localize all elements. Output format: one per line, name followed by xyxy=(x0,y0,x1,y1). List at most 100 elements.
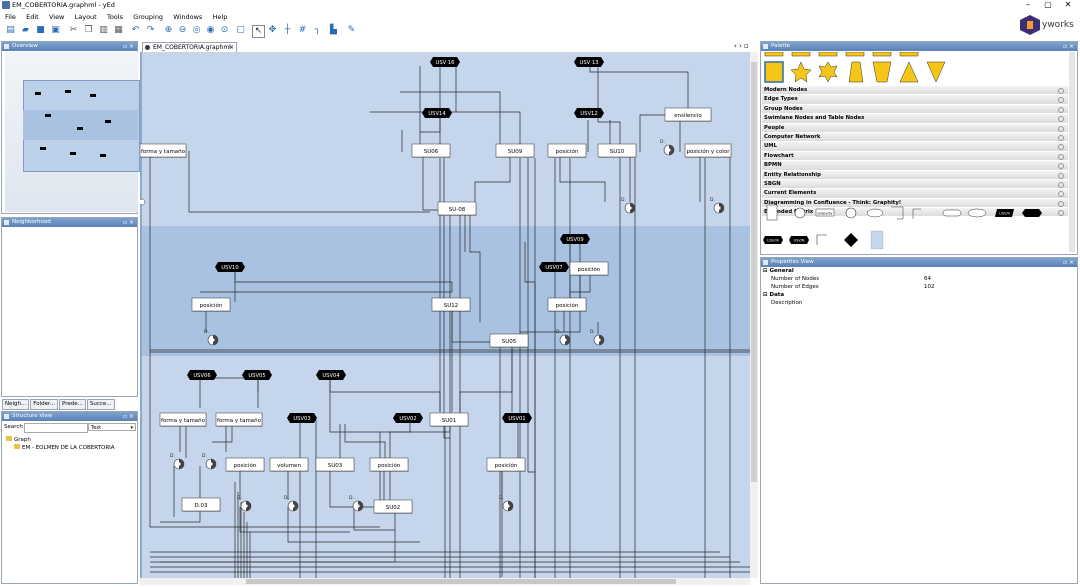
property-shape[interactable] xyxy=(815,208,835,217)
document-tab[interactable]: EM_COBERTORIA.graphml × xyxy=(142,42,237,52)
save-icon[interactable]: ■ xyxy=(36,25,45,35)
rounded-shape[interactable] xyxy=(942,209,962,217)
close-button[interactable]: ✕ xyxy=(1064,0,1072,9)
box-node[interactable]: forma y tamaño xyxy=(215,412,263,427)
tree-item-group[interactable]: EM - EOLMEN DE LA COBERTORIA xyxy=(14,444,115,451)
star6-shape[interactable] xyxy=(818,61,838,83)
menu-grouping[interactable]: Grouping xyxy=(133,13,164,21)
palette-section-entity-relationship[interactable]: Entity Relationship xyxy=(762,170,1068,180)
panel-close-icon[interactable]: ▫ × xyxy=(1062,43,1074,50)
combiner-node[interactable]: D. xyxy=(590,329,605,346)
usv-node[interactable]: USV04 xyxy=(316,370,346,380)
move-icon[interactable]: ✥ xyxy=(268,25,277,35)
box-node[interactable]: forma y tamaño xyxy=(159,412,207,427)
combiner-node[interactable]: D. xyxy=(710,197,725,214)
scrollbar-thumb[interactable] xyxy=(751,62,757,482)
redo-icon[interactable]: ↷ xyxy=(146,25,155,35)
palette-section-current-elements[interactable]: Current Elements xyxy=(762,189,1068,199)
select-mode-icon[interactable]: ↖ xyxy=(252,25,265,38)
zoom-out-icon[interactable]: ⊖ xyxy=(178,25,187,35)
zoom-in-icon[interactable]: ⊕ xyxy=(164,25,173,35)
tab-folder[interactable]: Folder... xyxy=(30,399,58,410)
palette-section-uml[interactable]: UML xyxy=(762,142,1068,152)
combiner-node[interactable]: D. xyxy=(621,197,636,214)
box-node[interactable]: SU-08 xyxy=(437,201,477,216)
box-node[interactable]: posición xyxy=(547,143,587,158)
usv-node[interactable]: USV06 xyxy=(187,370,217,380)
magic-wand-icon[interactable]: ✎ xyxy=(347,25,356,35)
triangle-down-shape[interactable] xyxy=(926,61,946,83)
box-node[interactable]: SU02 xyxy=(373,499,413,514)
ellipse-shape[interactable] xyxy=(866,208,884,218)
usv-node[interactable]: USV 16 xyxy=(430,57,460,67)
vertical-scrollbar[interactable] xyxy=(750,52,758,578)
snap-icon[interactable]: ┼ xyxy=(284,25,291,35)
usv-node[interactable]: USV01 xyxy=(502,413,532,423)
swimlane-shape[interactable] xyxy=(870,230,884,250)
combiner-node[interactable]: D. xyxy=(170,453,185,470)
combiner-node[interactable]: D. xyxy=(284,495,299,512)
properties-general[interactable]: ⊟ General xyxy=(763,268,794,274)
usv-node[interactable]: USV09 xyxy=(560,234,590,244)
usv-node[interactable]: USV05 xyxy=(242,370,272,380)
zoom-fit-icon[interactable]: ⊙ xyxy=(220,25,229,35)
open-icon[interactable]: ▰ xyxy=(22,25,29,35)
box-node[interactable]: posición xyxy=(225,457,265,472)
panel-close-icon[interactable]: ▫ × xyxy=(122,43,134,50)
box-node[interactable]: ensilencio xyxy=(664,107,712,122)
box-node[interactable]: SU12 xyxy=(431,297,471,312)
close-tab-icon[interactable]: × xyxy=(228,44,234,51)
box-node[interactable]: SU09 xyxy=(495,143,535,158)
horizontal-scrollbar[interactable] xyxy=(140,578,750,585)
overview-thumbnail[interactable] xyxy=(5,52,140,212)
document-shape[interactable] xyxy=(766,204,778,221)
palette-section-modern-nodes[interactable]: Modern Nodes xyxy=(762,86,1068,96)
box-node[interactable]: posición xyxy=(547,297,587,312)
zoom-actual-icon[interactable]: ◎ xyxy=(192,25,201,35)
tab-scroll-icon[interactable]: ‹ › ▫ xyxy=(734,42,749,50)
new-icon[interactable]: ▤ xyxy=(6,25,15,35)
extended-matrix-shapes[interactable]: property USV/II USV/III USV/N xyxy=(763,203,1063,253)
rectangle-shape[interactable] xyxy=(764,52,784,57)
box-node[interactable]: posición xyxy=(486,457,526,472)
box-node[interactable]: SU05 xyxy=(489,333,529,348)
print-icon[interactable]: ▣ xyxy=(51,25,60,35)
cut-icon[interactable]: ✂ xyxy=(69,25,78,35)
box-node[interactable]: volumen xyxy=(269,457,309,472)
usv-node[interactable]: USV 13 xyxy=(574,57,604,67)
tree-item-graph[interactable]: Graph xyxy=(6,436,31,443)
menu-layout[interactable]: Layout xyxy=(74,13,97,21)
box-node[interactable]: posición xyxy=(369,457,409,472)
menu-view[interactable]: View xyxy=(48,13,65,21)
combiner-shape[interactable] xyxy=(794,207,806,219)
palette-section-extended-matrix[interactable]: Extended Matrix xyxy=(762,208,1068,218)
box-node[interactable]: D.03 xyxy=(181,497,221,512)
panel-close-icon[interactable]: ▫ × xyxy=(122,219,134,226)
box-node[interactable]: SU03 xyxy=(315,457,355,472)
minimize-button[interactable]: – xyxy=(1026,0,1030,9)
tab-predecessors[interactable]: Prede... xyxy=(59,399,86,410)
star-shape[interactable] xyxy=(790,61,812,83)
undo-icon[interactable]: ↶ xyxy=(131,25,140,35)
edge-shape[interactable] xyxy=(891,206,904,220)
paste-icon[interactable]: ▥ xyxy=(99,25,108,35)
menu-file[interactable]: File xyxy=(5,13,16,21)
combiner-node[interactable]: D. xyxy=(204,329,219,346)
panel-close-icon[interactable]: ▫ × xyxy=(1062,259,1074,266)
grid-icon[interactable]: # xyxy=(298,25,307,35)
palette-section-group-nodes[interactable]: Group Nodes xyxy=(762,104,1068,115)
scrollbar-thumb[interactable] xyxy=(246,579,676,584)
usv-node[interactable]: USV10 xyxy=(215,262,245,272)
trapezoid-shape[interactable] xyxy=(848,61,864,83)
usv-node[interactable]: USV03 xyxy=(287,413,317,423)
copy-icon[interactable]: ❐ xyxy=(84,25,93,35)
tab-neighborhood[interactable]: Neigh... xyxy=(2,399,30,410)
orthogonal-icon[interactable]: ┐ xyxy=(314,25,321,35)
menu-tools[interactable]: Tools xyxy=(106,13,123,21)
selected-shape[interactable] xyxy=(764,61,784,83)
offscreen-node[interactable] xyxy=(140,198,146,206)
palette-shapes[interactable] xyxy=(764,52,964,86)
combiner-node[interactable]: D. xyxy=(349,495,364,512)
usv-node[interactable]: USV12 xyxy=(574,108,604,118)
triangle-shape[interactable] xyxy=(899,61,919,83)
